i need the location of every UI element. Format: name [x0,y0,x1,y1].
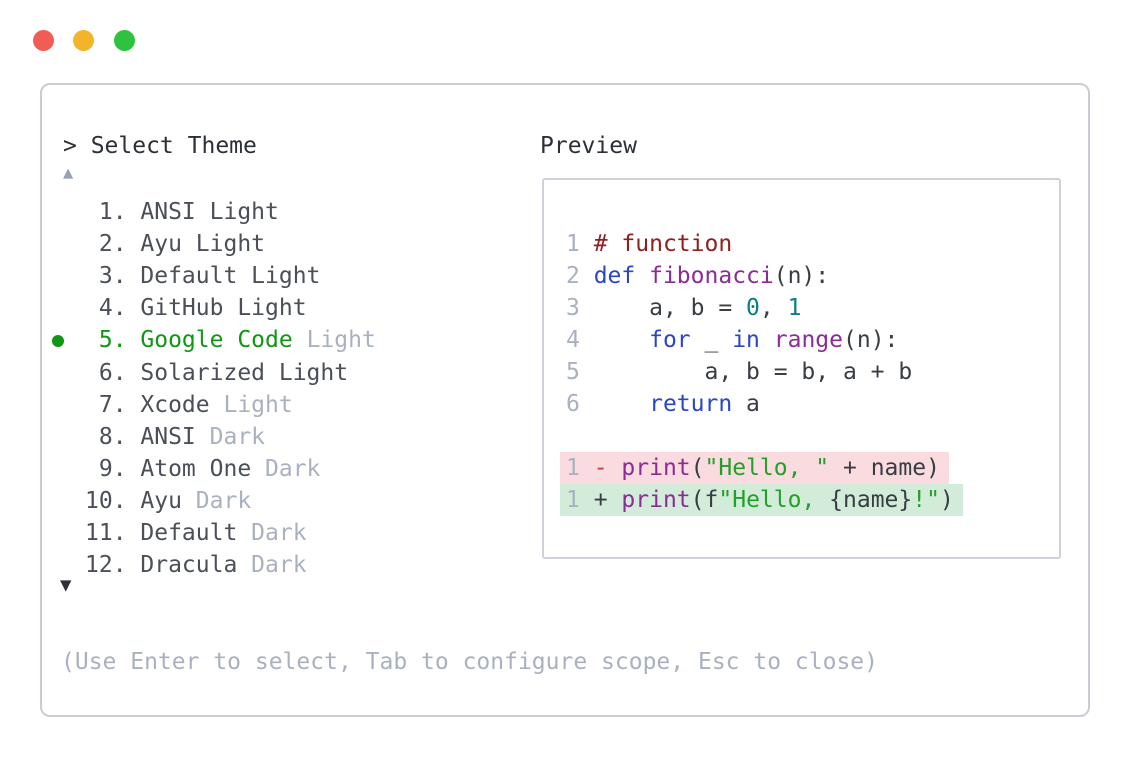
item-name: GitHub Light [126,295,307,321]
item-suffix: Dark [237,519,307,546]
theme-list-item[interactable]: 1. ANSI Light [45,196,376,228]
item-number: 7. [85,391,127,418]
theme-list-item[interactable]: 7. Xcode Light [45,389,376,421]
theme-list-item[interactable]: 2. Ayu Light [45,228,376,260]
item-number: 4. [85,295,127,321]
theme-list-item[interactable]: 6. Solarized Light [45,357,376,389]
diff-line-added: 1 + print(f"Hello, {name}!") [560,484,963,516]
item-number: 3. [85,263,127,289]
item-name: Default [126,519,238,546]
help-text: (Use Enter to select, Tab to configure s… [61,649,878,675]
selected-dot-icon [52,335,64,347]
theme-list-item[interactable]: 9. Atom One Dark [45,453,376,485]
item-suffix: Light [209,391,293,418]
theme-list-item[interactable]: 8. ANSI Dark [45,421,376,453]
code-line: 4 for _ in range(n): [566,327,899,353]
item-number: 10. [85,487,127,514]
item-name: Ayu [126,487,182,514]
item-name: Ayu Light [126,231,266,257]
item-suffix: Dark [237,551,307,578]
picker-prompt: > Select Theme [63,133,257,159]
maximize-button[interactable] [114,30,135,51]
preview-box: 1 # function 2 def fibonacci(n): 3 a, b = … [542,178,1061,559]
code-line: 3 a, b = 0, 1 [566,295,802,321]
theme-list-item[interactable]: 4. GitHub Light [45,292,376,324]
diff-preview: 1 - print("Hello, " + name)1 + print(f"H… [560,452,963,516]
code-preview: 1 # function 2 def fibonacci(n): 3 a, b = … [566,228,912,420]
scroll-down-icon[interactable]: ▼ [60,574,72,596]
item-number: 12. [85,551,127,578]
selected-dot-slot [45,325,85,357]
item-name: Dracula [126,551,238,578]
item-suffix: Dark [195,423,266,450]
item-name: ANSI [126,423,196,450]
item-suffix: Dark [181,487,252,514]
scroll-up-icon[interactable]: ▲ [63,163,74,183]
item-name: Default Light [126,263,321,289]
theme-list-item[interactable]: 5. Google Code Light [45,324,376,357]
theme-list: 1. ANSI Light 2. Ayu Light 3. Default Li… [45,196,376,581]
item-number: 2. [85,231,127,257]
item-name: Solarized Light [126,359,349,386]
theme-list-item[interactable]: 10. Ayu Dark [45,485,376,517]
item-suffix: Dark [251,455,321,482]
item-number: 6. [85,359,127,386]
close-button[interactable] [33,30,54,51]
diff-line-removed: 1 - print("Hello, " + name) [560,452,949,484]
item-number: 1. [85,199,127,225]
theme-list-item[interactable]: 12. Dracula Dark [45,549,376,581]
code-line: 2 def fibonacci(n): [566,263,830,289]
preview-label: Preview [540,133,637,159]
minimize-button[interactable] [73,30,94,51]
theme-list-item[interactable]: 3. Default Light [45,260,376,292]
item-suffix: Light [292,327,376,353]
item-number: 8. [85,423,127,450]
code-line: 1 # function [566,231,733,257]
item-name: Atom One [126,455,252,482]
item-name: Xcode [126,391,210,418]
theme-picker-panel: > Select Theme Preview ▲ 1. ANSI Light 2… [40,83,1090,717]
code-line: 5 a, b = b, a + b [566,359,913,385]
theme-list-item[interactable]: 11. Default Dark [45,517,376,549]
item-name: ANSI Light [126,199,279,225]
item-number: 9. [85,455,127,482]
item-number: 5. [85,327,127,353]
code-line: 6 return a [566,391,760,417]
item-number: 11. [85,519,127,546]
item-name: Google Code [126,327,293,353]
